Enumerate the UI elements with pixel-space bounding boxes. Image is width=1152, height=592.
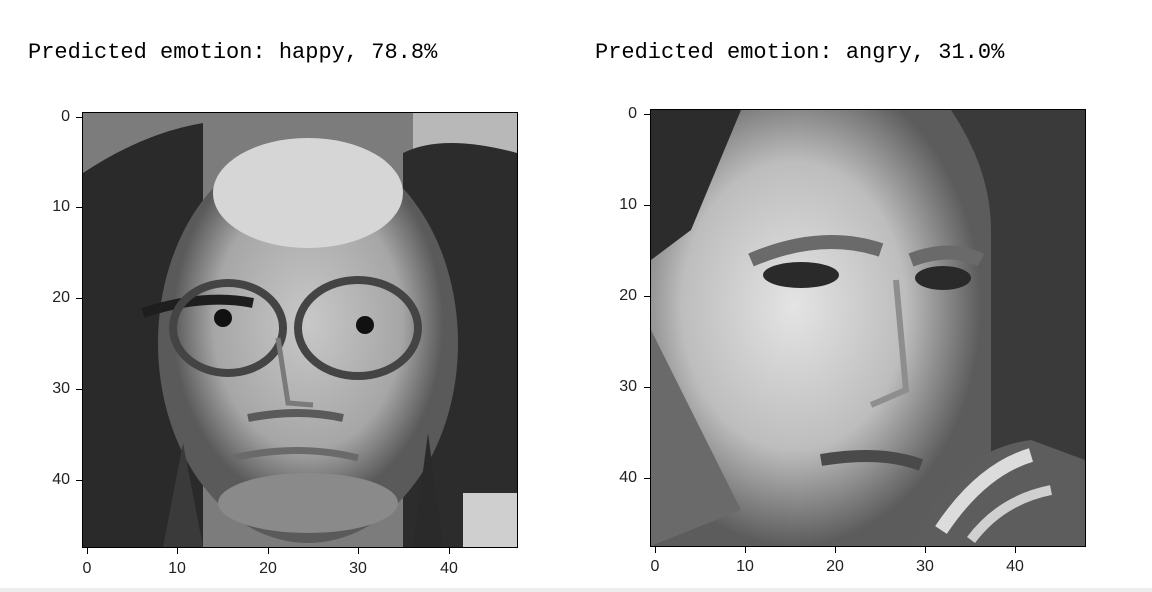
panel-1-face-image <box>82 112 518 548</box>
bottom-strip <box>0 588 1152 592</box>
y-tick-label: 30 <box>52 380 70 397</box>
panel-2-title: Predicted emotion: angry, 31.0% <box>595 40 1005 65</box>
face-woman-glasses-image <box>83 113 517 547</box>
x-tick-label: 10 <box>736 558 754 575</box>
x-tick-label: 40 <box>1006 558 1024 575</box>
y-tick-label: 40 <box>52 471 70 488</box>
x-tick-label: 0 <box>650 558 660 575</box>
x-tick-label: 10 <box>168 560 186 577</box>
y-tick-label: 0 <box>61 108 70 125</box>
y-tick-label: 0 <box>628 105 637 122</box>
face-man-angry-image <box>651 110 1085 546</box>
y-tick-label: 10 <box>52 198 70 215</box>
y-tick-label: 10 <box>619 196 637 213</box>
x-tick-label: 0 <box>82 560 92 577</box>
x-tick-label: 30 <box>349 560 367 577</box>
x-tick-label: 20 <box>259 560 277 577</box>
x-tick-label: 30 <box>916 558 934 575</box>
panel-1-title: Predicted emotion: happy, 78.8% <box>28 40 438 65</box>
panel-2-face-image <box>650 109 1086 547</box>
y-tick-label: 20 <box>619 287 637 304</box>
x-tick-label: 20 <box>826 558 844 575</box>
x-tick-label: 40 <box>440 560 458 577</box>
y-tick-label: 30 <box>619 378 637 395</box>
y-tick-label: 20 <box>52 289 70 306</box>
y-tick-label: 40 <box>619 469 637 486</box>
